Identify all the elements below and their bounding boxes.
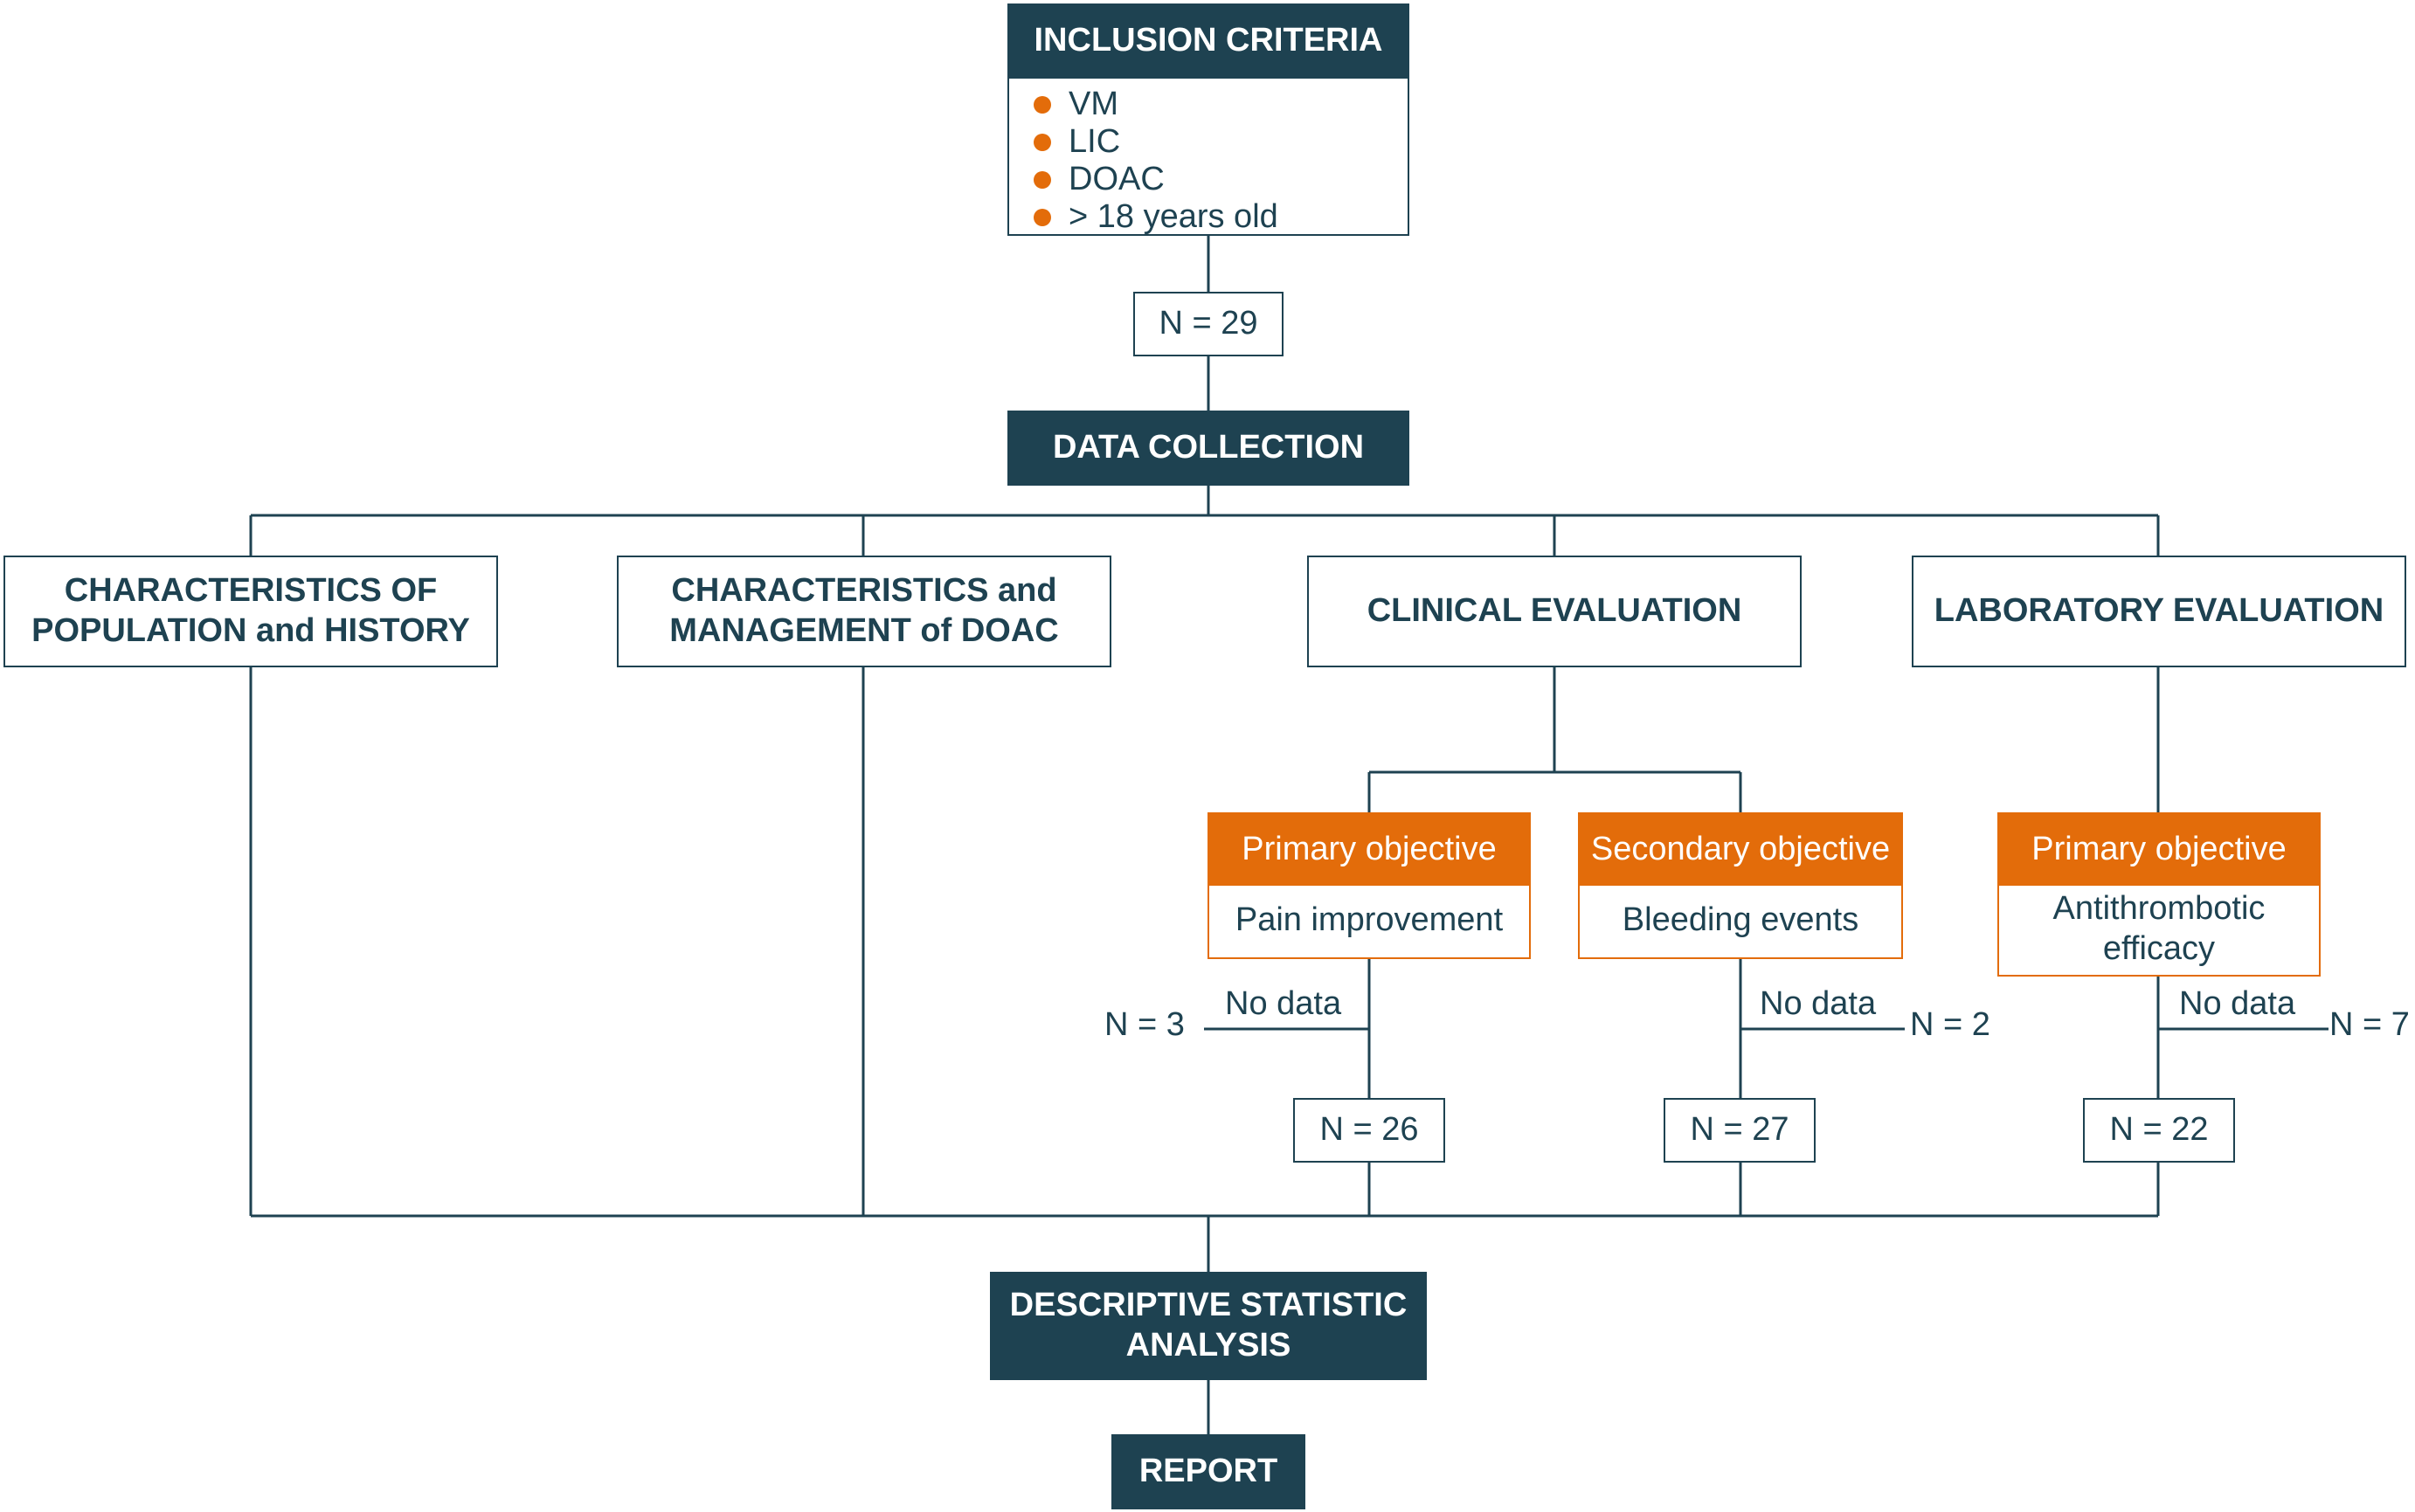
descriptive-analysis-box: DESCRIPTIVE STATISTIC ANALYSIS — [990, 1272, 1427, 1380]
inclusion-criteria-box: INCLUSION CRITERIA VM LIC DOAC > 18 year… — [1007, 3, 1409, 236]
bleeding-objective-head: Secondary objective — [1578, 812, 1903, 886]
doac-management-box: CHARACTERISTICS and MANAGEMENT of DOAC — [617, 556, 1111, 667]
total-count-box: N = 29 — [1133, 292, 1284, 356]
bleeding-excluded-label: No data — [1760, 985, 1877, 1022]
criterion-item: > 18 years old — [1034, 198, 1408, 236]
bullet-icon — [1034, 134, 1051, 151]
antithrombotic-objective-head: Primary objective — [1997, 812, 2321, 886]
criterion-item: LIC — [1034, 123, 1408, 161]
antithrombotic-objective-body: Antithrombotic efficacy — [2052, 890, 2266, 967]
bullet-icon — [1034, 96, 1051, 114]
bullet-icon — [1034, 209, 1051, 226]
antithrombotic-excluded-count: N = 7 — [2329, 1006, 2410, 1043]
pain-objective-body: Pain improvement — [1235, 901, 1504, 939]
pain-excluded-count: N = 3 — [1104, 1006, 1185, 1043]
antithrombotic-count-box: N = 22 — [2083, 1098, 2235, 1163]
clinical-evaluation-box: CLINICAL EVALUATION — [1307, 556, 1802, 667]
laboratory-evaluation-box: LABORATORY EVALUATION — [1912, 556, 2406, 667]
bleeding-excluded-count: N = 2 — [1910, 1006, 1990, 1043]
antithrombotic-excluded-label: No data — [2179, 985, 2296, 1022]
pain-excluded-label: No data — [1225, 985, 1342, 1022]
inclusion-criteria-list: VM LIC DOAC > 18 years old — [1009, 79, 1408, 236]
bleeding-objective-body: Bleeding events — [1622, 901, 1859, 939]
antithrombotic-objective-box: Primary objective Antithrombotic efficac… — [1997, 812, 2321, 977]
pain-count-box: N = 26 — [1293, 1098, 1445, 1163]
data-collection-box: DATA COLLECTION — [1007, 411, 1409, 486]
criterion-item: VM — [1034, 86, 1408, 123]
population-history-box: CHARACTERISTICS OF POPULATION and HISTOR… — [3, 556, 498, 667]
bleeding-count-box: N = 27 — [1664, 1098, 1816, 1163]
inclusion-criteria-title: INCLUSION CRITERIA — [1007, 3, 1409, 79]
report-box: REPORT — [1111, 1434, 1305, 1509]
pain-objective-head: Primary objective — [1208, 812, 1531, 886]
bleeding-objective-box: Secondary objective Bleeding events — [1578, 812, 1903, 959]
pain-objective-box: Primary objective Pain improvement — [1208, 812, 1531, 959]
bullet-icon — [1034, 171, 1051, 189]
criterion-item: DOAC — [1034, 161, 1408, 198]
